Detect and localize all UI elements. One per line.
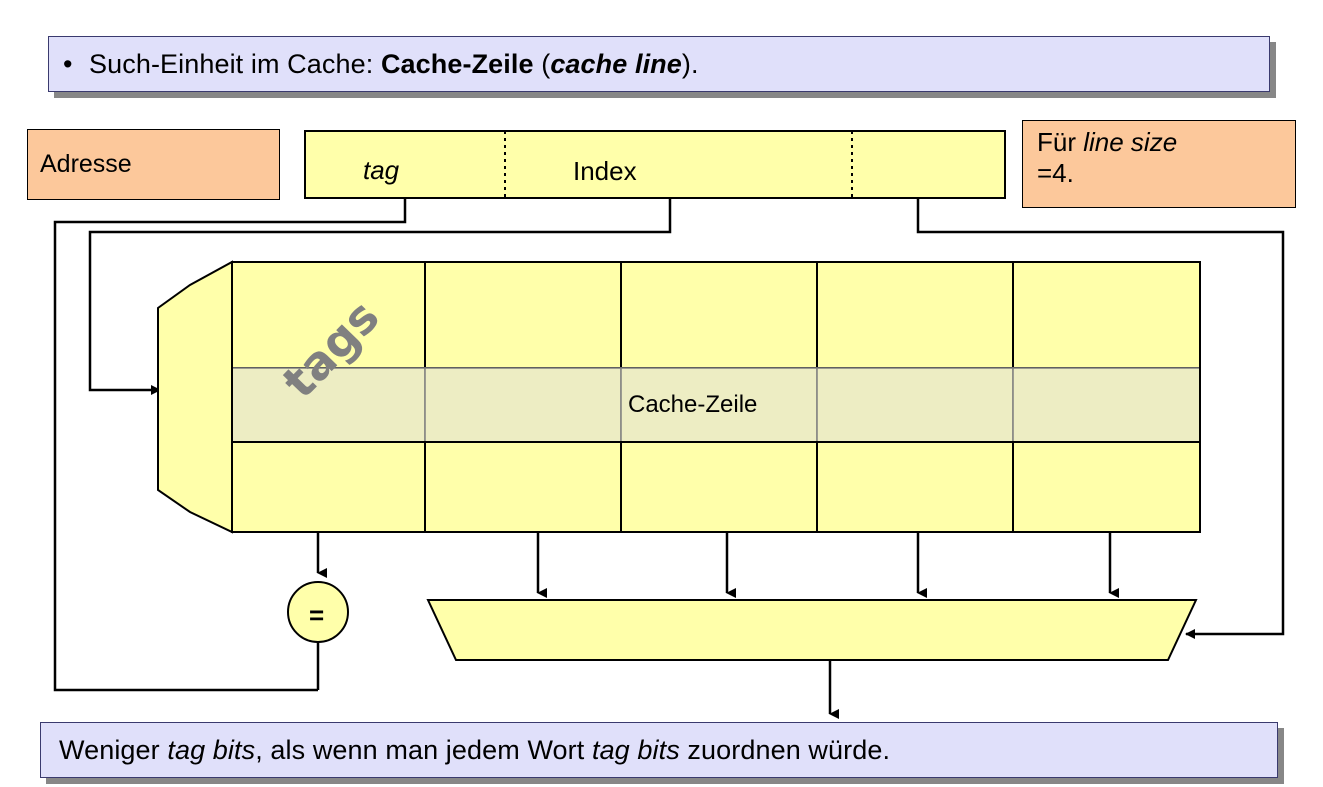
cache-cell bbox=[231, 261, 426, 369]
bullet-icon: • bbox=[63, 48, 73, 79]
address-field-index-label: Index bbox=[573, 156, 637, 186]
top-banner: • Such-Einheit im Cache: Cache-Zeile (cac… bbox=[48, 36, 1270, 92]
bottom-banner-seg-1: Weniger bbox=[59, 734, 168, 765]
cache-cell bbox=[1012, 441, 1201, 533]
bottom-banner-text: Weniger tag bits, als wenn man jedem Wor… bbox=[59, 735, 890, 766]
connector-offset-to-mux bbox=[916, 198, 1285, 639]
bottom-banner-seg-3: , als wenn man jedem Wort bbox=[255, 734, 592, 765]
cache-cell bbox=[816, 261, 1014, 369]
address-bar-outline bbox=[304, 130, 1006, 199]
cache-cell bbox=[1012, 261, 1201, 369]
cache-cell bbox=[424, 261, 622, 369]
cache-cell bbox=[424, 441, 622, 533]
word-multiplexer-shape bbox=[426, 599, 1198, 661]
address-field-bar bbox=[304, 130, 1006, 199]
connector-index-to-decoder bbox=[88, 198, 672, 395]
top-banner-seg-4: cache line bbox=[550, 48, 682, 79]
line-size-prefix: Für bbox=[1037, 127, 1084, 157]
tag-comparator bbox=[287, 581, 349, 643]
line-size-note: Für line size =4. bbox=[1022, 120, 1296, 208]
bottom-banner-seg-5: zuordnen würde. bbox=[679, 734, 891, 765]
cache-cell-highlighted bbox=[816, 367, 1014, 443]
cache-cell-highlighted bbox=[1012, 367, 1201, 443]
line-size-italic: line size bbox=[1083, 127, 1178, 157]
cache-cell bbox=[231, 441, 426, 533]
bottom-banner: Weniger tag bits, als wenn man jedem Wor… bbox=[40, 722, 1278, 778]
adresse-box: Adresse bbox=[27, 129, 280, 200]
bottom-banner-seg-4: tag bits bbox=[591, 734, 680, 765]
cache-line-label: Cache-Zeile bbox=[628, 391, 758, 418]
adresse-label: Adresse bbox=[40, 150, 132, 178]
cache-cell bbox=[816, 441, 1014, 533]
cache-cell-highlighted bbox=[424, 367, 622, 443]
line-size-value: =4. bbox=[1037, 157, 1074, 188]
connectors-data-to-mux bbox=[536, 532, 1119, 598]
top-banner-seg-1: Such-Einheit im Cache: bbox=[89, 48, 381, 79]
cache-cell bbox=[620, 441, 818, 533]
bottom-banner-seg-2: tag bits bbox=[167, 734, 256, 765]
top-banner-seg-3: ( bbox=[533, 48, 551, 79]
cache-cell-highlighted bbox=[231, 367, 426, 443]
top-banner-text: • Such-Einheit im Cache: Cache-Zeile (cac… bbox=[63, 49, 699, 80]
cache-cell bbox=[620, 261, 818, 369]
top-banner-seg-2: Cache-Zeile bbox=[380, 48, 534, 79]
cache-array-outline bbox=[231, 261, 1201, 533]
address-field-tag-label: tag bbox=[363, 155, 400, 185]
cache-array-grid bbox=[231, 261, 1201, 533]
index-decoder-shape bbox=[157, 260, 233, 534]
comparator-equals-icon: = bbox=[309, 600, 325, 630]
line-size-note-text: Für line size =4. bbox=[1037, 127, 1177, 188]
top-banner-seg-5: ). bbox=[681, 48, 699, 79]
